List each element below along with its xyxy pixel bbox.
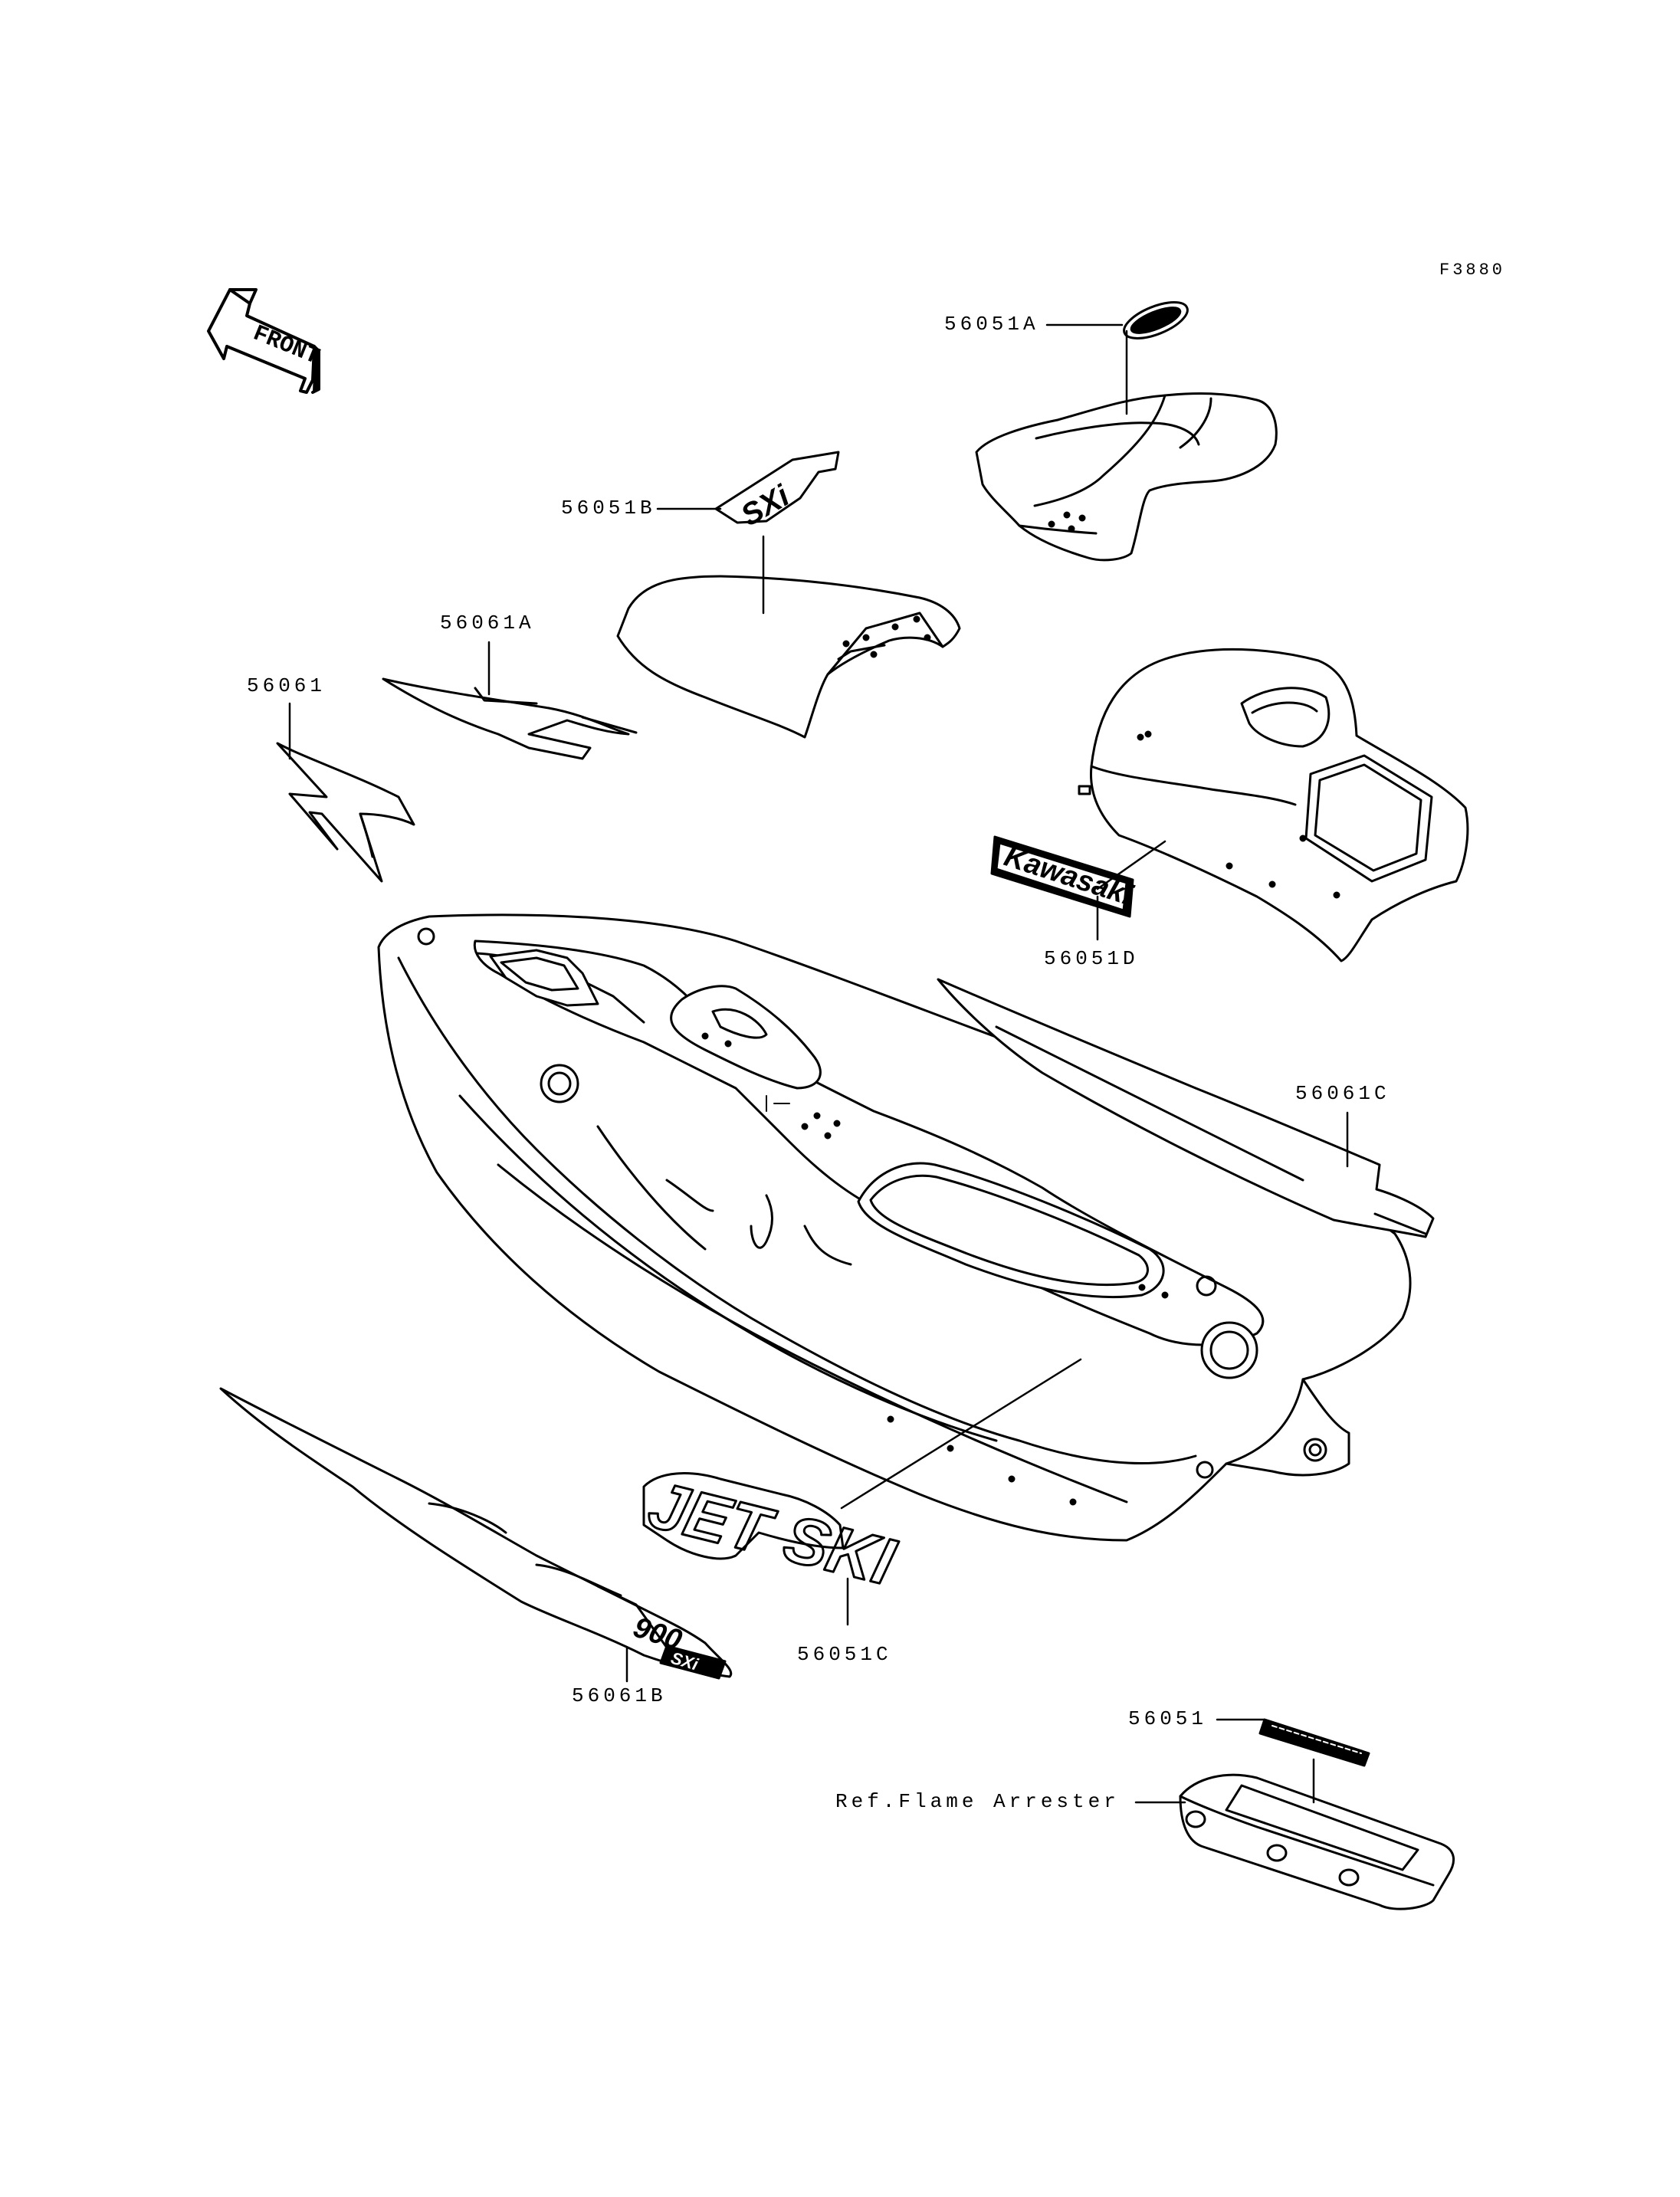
- flame-arrester-part: [1179, 1773, 1455, 1910]
- decal-56051: [1258, 1718, 1370, 1767]
- decal-56061B: 900 SXi: [219, 1387, 733, 1680]
- callout-56061A: 56061A: [440, 612, 535, 635]
- callout-ref-flame-arrester: Ref.Flame Arrester: [835, 1790, 1120, 1813]
- decal-56061C: [937, 978, 1435, 1238]
- callout-56051C: 56051C: [797, 1643, 892, 1666]
- figure-id: F3880: [1439, 261, 1506, 280]
- callout-56061B: 56061B: [572, 1684, 667, 1707]
- callout-56051D: 56051D: [1044, 947, 1139, 970]
- callout-56051A: 56051A: [944, 313, 1039, 336]
- hull-part: [377, 913, 1412, 1542]
- decal-56061: [276, 742, 415, 883]
- decal-56051B: SXi: [714, 451, 840, 533]
- callout-56061: 56061: [247, 674, 326, 697]
- decal-56061A: [382, 677, 638, 760]
- leader-lines: [288, 323, 1349, 1804]
- decal-56051A: [1123, 301, 1189, 339]
- callout-56061C: 56061C: [1295, 1082, 1390, 1105]
- front-arrow-icon: FRONT: [207, 288, 323, 394]
- rear-seat-part: [975, 392, 1278, 562]
- decal-56051C: JET SKI: [641, 1467, 904, 1601]
- rear-deck-part: [1078, 648, 1469, 962]
- jetski-logo-text: JET SKI: [641, 1467, 903, 1599]
- callout-56051B: 56051B: [561, 497, 656, 520]
- front-hood-part: [616, 575, 961, 739]
- callout-56051: 56051: [1128, 1707, 1208, 1730]
